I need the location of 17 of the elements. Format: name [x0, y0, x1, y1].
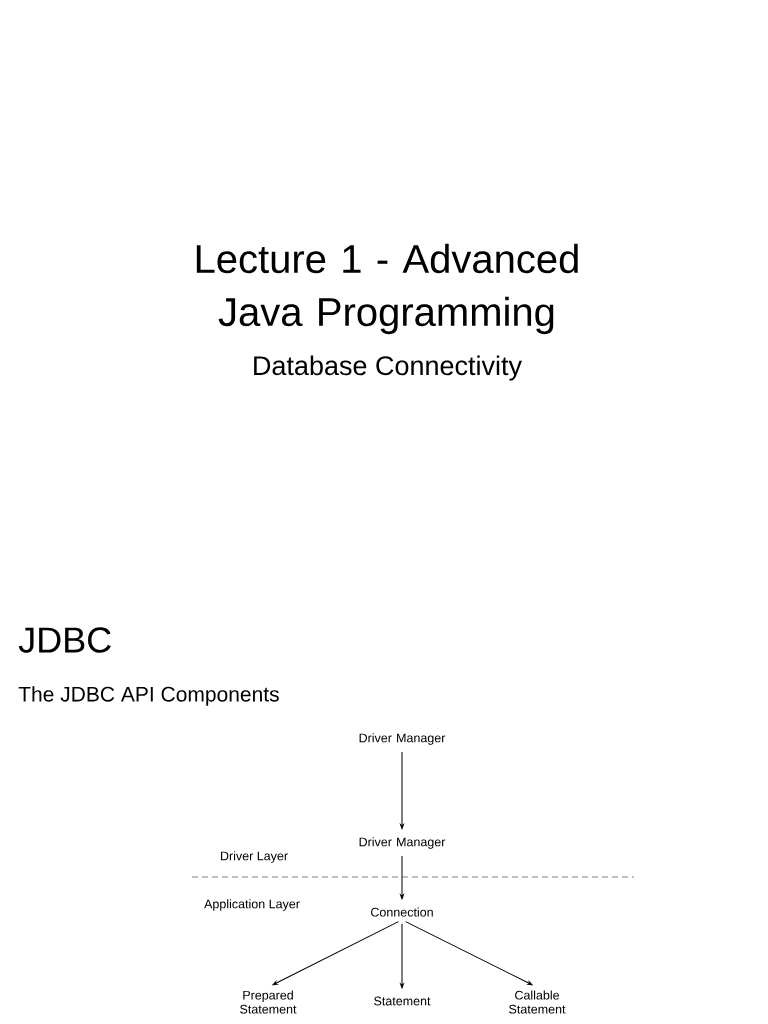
node-label: Prepared Statement	[240, 990, 297, 1014]
section-heading: JDBC	[18, 627, 111, 653]
slide-subtitle: Database Connectivity	[254, 355, 522, 381]
arrow	[400, 855, 404, 900]
arrow	[400, 751, 404, 829]
node-label: Callable Statement	[509, 990, 566, 1014]
arrow	[400, 923, 404, 989]
node-label: Statement	[374, 996, 431, 1006]
arrow	[405, 921, 533, 986]
slide-title: Lecture 1 - Advanced Java Programming	[196, 243, 578, 335]
slide-subheading: The JDBC API Components	[18, 686, 279, 706]
node-label: Driver Manager	[359, 733, 446, 745]
node-label: Connection	[371, 907, 433, 917]
layer-label: Driver Layer	[221, 851, 288, 863]
node-label: Driver Manager	[359, 837, 446, 849]
layer-label: Application Layer	[204, 899, 300, 911]
arrow	[272, 921, 399, 986]
